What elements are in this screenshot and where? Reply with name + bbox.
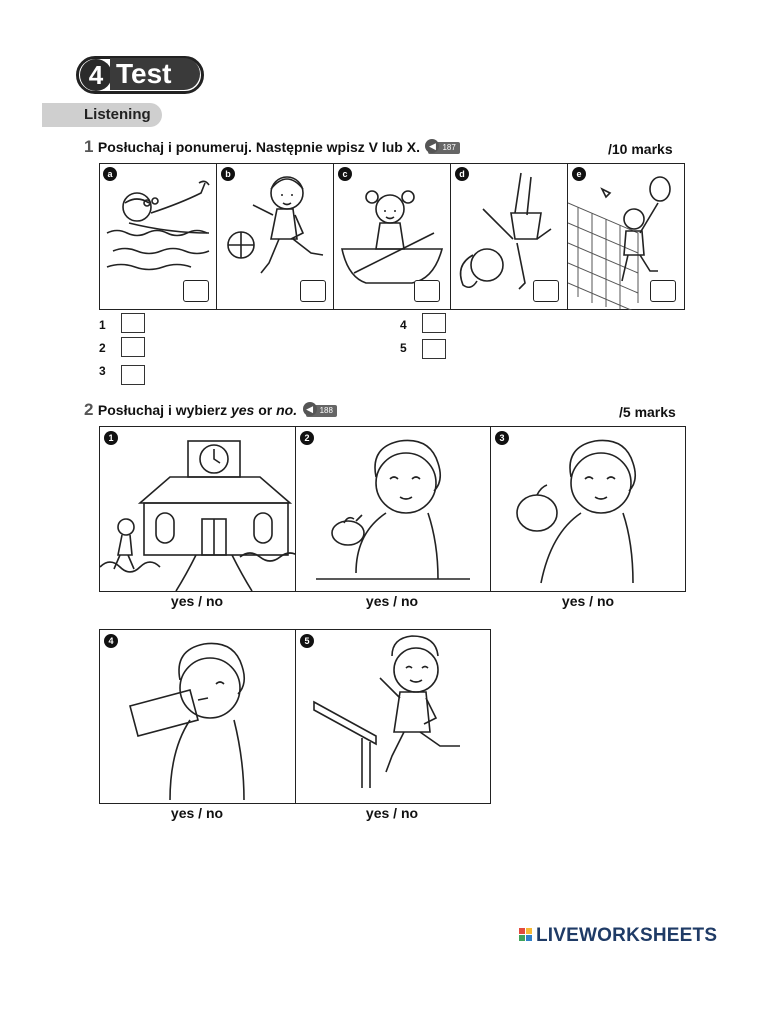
speaker-icon: ◀ xyxy=(425,138,440,153)
panel-divider xyxy=(333,163,334,310)
boy-holding-apple-icon xyxy=(516,439,637,584)
basketball-girl-icon xyxy=(227,176,324,274)
panel-divider xyxy=(450,163,451,310)
yes-no-choice-3[interactable]: yes / no xyxy=(561,593,615,609)
panel-letter: c xyxy=(338,167,352,181)
badminton-girl-icon xyxy=(568,176,671,310)
exercise1-marks: /10 marks xyxy=(608,141,673,157)
exercise2-instruction: Posłuchaj i wybierz yes or no. xyxy=(98,402,297,418)
number-label-4: 4 xyxy=(400,318,407,332)
letter-input-1[interactable] xyxy=(121,313,145,333)
yes-no-choice-2[interactable]: yes / no xyxy=(365,593,419,609)
instruction-yes: yes xyxy=(230,402,255,418)
unit-number: 4 xyxy=(80,59,112,91)
swimming-boy-icon xyxy=(106,180,210,271)
answer-box-b[interactable] xyxy=(300,280,326,302)
yes-no-choice-5[interactable]: yes / no xyxy=(365,805,419,821)
exercise1-instruction: Posłuchaj i ponumeruj. Następnie wpisz V… xyxy=(97,139,420,155)
instruction-no: no. xyxy=(276,402,298,418)
panel-divider xyxy=(216,163,217,310)
panel-divider xyxy=(567,163,568,310)
exercise2-panel-5: 5 xyxy=(295,629,491,804)
audio-track-number: 188 xyxy=(319,405,333,415)
section-listening: Listening xyxy=(42,103,162,127)
number-label-3: 3 xyxy=(99,364,106,378)
panel-letter: e xyxy=(572,167,586,181)
school-building-icon xyxy=(100,440,295,591)
liveworksheets-icon xyxy=(519,928,533,942)
exercise2-marks: /5 marks xyxy=(619,404,676,420)
panel-number: 1 xyxy=(104,431,118,445)
number-label-5: 5 xyxy=(400,341,407,355)
exercise1-panel-d: d xyxy=(451,163,568,310)
panel-number: 4 xyxy=(104,634,118,648)
exercise1-panel-b: b xyxy=(217,163,334,310)
yes-no-choice-4[interactable]: yes / no xyxy=(170,805,224,821)
panel-number: 2 xyxy=(300,431,314,445)
exercise2-number: 2 xyxy=(84,400,94,419)
exercise2-panel-3: 3 xyxy=(490,426,686,592)
exercise2-panel-2: 2 xyxy=(295,426,491,592)
number-label-2: 2 xyxy=(99,341,106,355)
boy-drinking-icon xyxy=(129,642,246,801)
audio-track-number: 187 xyxy=(442,142,456,152)
answer-box-c[interactable] xyxy=(414,280,440,302)
boy-running-hurdle-icon xyxy=(313,635,460,788)
answer-box-e[interactable] xyxy=(650,280,676,302)
test-title: Test xyxy=(110,58,200,90)
audio-button-187[interactable]: ◀187 xyxy=(425,138,460,154)
exercise2-heading: 2 Posłuchaj i wybierz yes or no. ◀188 xyxy=(84,400,337,420)
exercise1-panel-e: e xyxy=(568,163,685,310)
letter-input-2[interactable] xyxy=(121,337,145,357)
letter-input-5[interactable] xyxy=(422,339,446,359)
number-label-1: 1 xyxy=(99,318,106,332)
liveworksheets-logo: LIVEWORKSHEETS xyxy=(519,925,717,947)
exercise1-panel-c: c xyxy=(334,163,451,310)
panel-letter: d xyxy=(455,167,469,181)
answer-box-a[interactable] xyxy=(183,280,209,302)
answer-box-d[interactable] xyxy=(533,280,559,302)
panel-number: 5 xyxy=(300,634,314,648)
letter-input-3[interactable] xyxy=(121,365,145,385)
audio-button-188[interactable]: ◀188 xyxy=(302,401,337,417)
instruction-or: or xyxy=(254,402,277,418)
exercise2-panel-4: 4 xyxy=(99,629,296,804)
rowing-girl-icon xyxy=(341,190,444,284)
exercise2-panel-1: 1 xyxy=(99,426,296,592)
exercise1-heading: 1 Posłuchaj i ponumeruj. Następnie wpisz… xyxy=(84,137,460,157)
exercise1-panel-a: a xyxy=(99,163,217,310)
brand-name: LIVEWORKSHEETS xyxy=(536,925,718,946)
letter-input-4[interactable] xyxy=(422,313,446,333)
panel-letter: b xyxy=(221,167,235,181)
exercise1-number: 1 xyxy=(84,137,94,156)
panel-number: 3 xyxy=(495,431,509,445)
cartwheel-girl-icon xyxy=(459,172,552,290)
boy-holding-flowers-icon xyxy=(316,439,470,580)
instruction-text: Posłuchaj i wybierz xyxy=(97,402,231,418)
panel-letter: a xyxy=(103,167,117,181)
yes-no-choice-1[interactable]: yes / no xyxy=(170,593,224,609)
speaker-icon: ◀ xyxy=(302,401,317,416)
